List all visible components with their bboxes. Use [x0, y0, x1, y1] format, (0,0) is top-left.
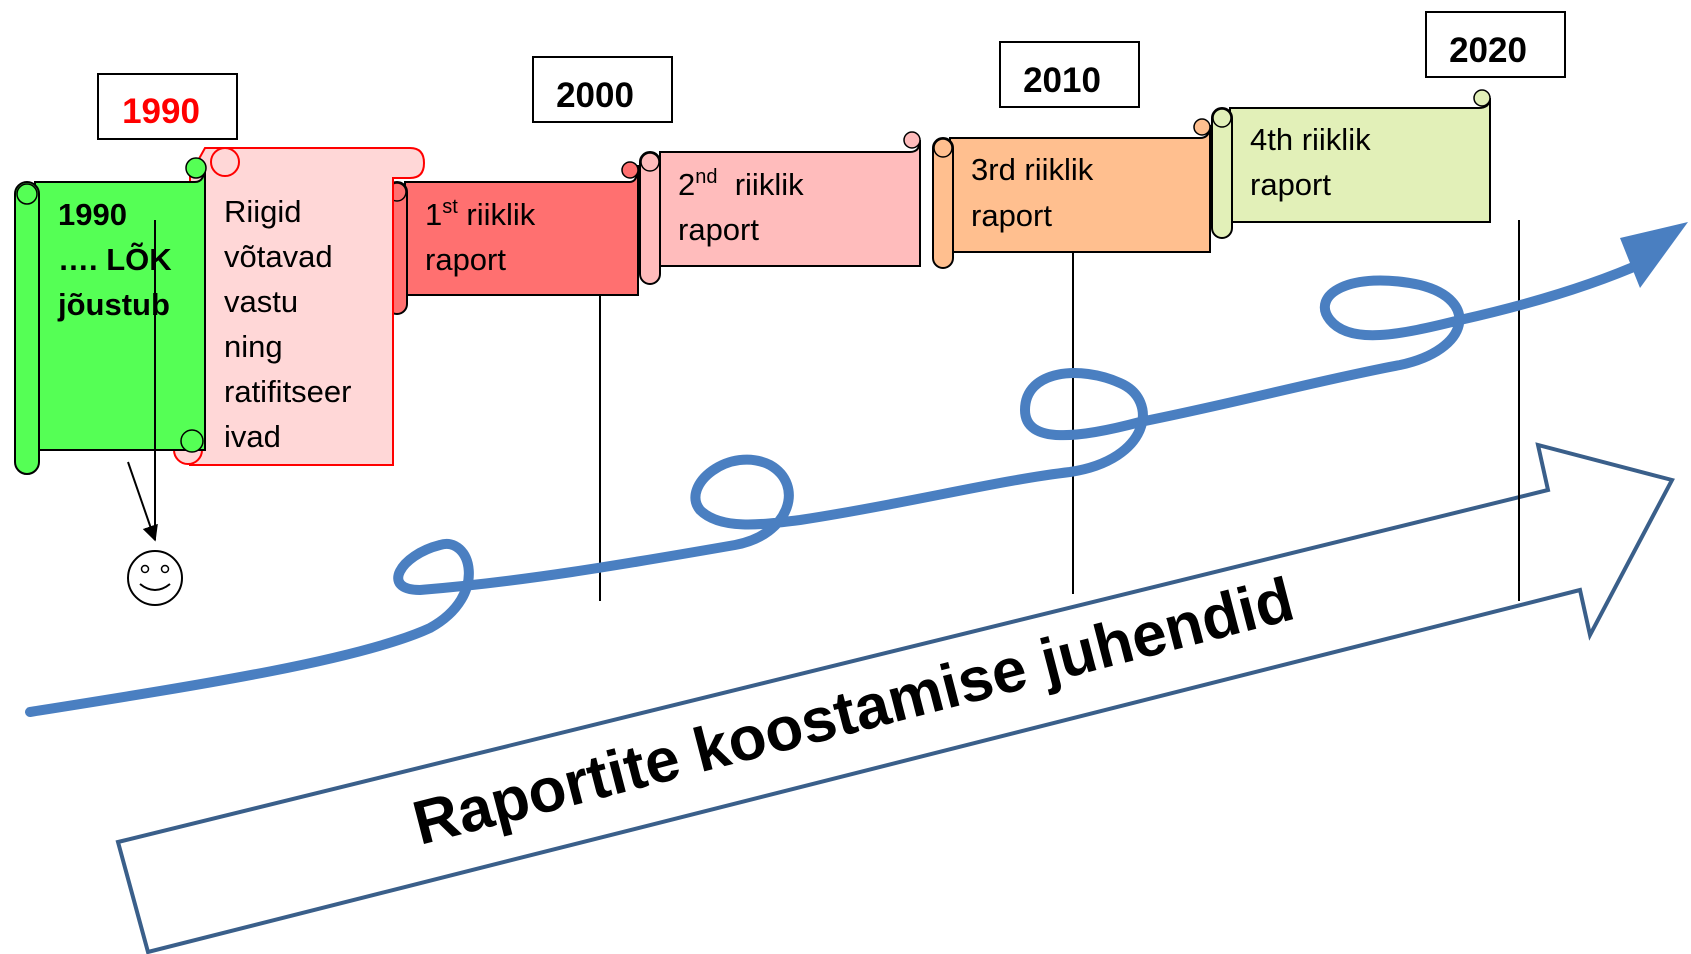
report-1-prefix: 1 [425, 197, 442, 232]
crc-line3: jõustub [57, 287, 170, 322]
report-1-sup: st [442, 196, 458, 218]
report-4-line1: 4th riiklik [1250, 122, 1371, 157]
report-2-rest: riiklik [718, 167, 805, 202]
report-1-line1: 1st riiklik [425, 196, 536, 232]
year-label-2020: 2020 [1449, 31, 1527, 70]
ratification-line3: vastu [224, 284, 298, 319]
report-2-sup: nd [695, 166, 717, 188]
scroll-report-2: 2nd riiklik raport [639, 131, 921, 285]
guidelines-banner-arrow [115, 442, 1675, 954]
scroll-crc-in-force: 1990 …. LÕK jõustub [14, 157, 207, 475]
ratification-line1: Riigid [224, 194, 302, 229]
report-4-line2: raport [1250, 167, 1331, 202]
report-2-line2: raport [678, 212, 759, 247]
crc-line2: …. LÕK [58, 241, 172, 277]
report-1-line2: raport [425, 242, 506, 277]
report-2-line1: 2nd riiklik [678, 166, 804, 202]
report-2-prefix: 2 [678, 167, 695, 202]
ratification-line6: ivad [224, 419, 281, 454]
scroll-ratification: Riigid võtavad vastu ning ratifitseer iv… [173, 147, 426, 466]
crc-line1: 1990 [58, 197, 127, 232]
scroll-report-1: 1st riiklik raport [386, 161, 639, 315]
year-box-2010: 2010 [999, 41, 1140, 108]
year-label-1990: 1990 [122, 92, 200, 131]
scroll-report-3: 3rd riiklik raport [932, 118, 1211, 269]
year-box-2000: 2000 [532, 56, 673, 123]
report-3-line1: 3rd riiklik [971, 152, 1094, 187]
report-3-line2: raport [971, 198, 1052, 233]
year-box-1990: 1990 [97, 73, 238, 140]
report-1-rest: riiklik [458, 197, 536, 232]
progress-curve [25, 257, 1650, 717]
year-box-2020: 2020 [1425, 11, 1566, 78]
ratification-line4: ning [224, 329, 283, 364]
progress-curve-arrowhead [1620, 222, 1688, 288]
pointer-arrow [127, 461, 158, 542]
smiley-face-icon [127, 550, 183, 606]
year-label-2010: 2010 [1023, 61, 1101, 100]
guidelines-banner-label: Raportite koostamise juhendid [406, 565, 1300, 859]
year-label-2000: 2000 [556, 76, 634, 115]
scroll-report-4: 4th riiklik raport [1211, 89, 1491, 239]
ratification-line5: ratifitseer [224, 374, 351, 409]
ratification-line2: võtavad [224, 239, 333, 274]
